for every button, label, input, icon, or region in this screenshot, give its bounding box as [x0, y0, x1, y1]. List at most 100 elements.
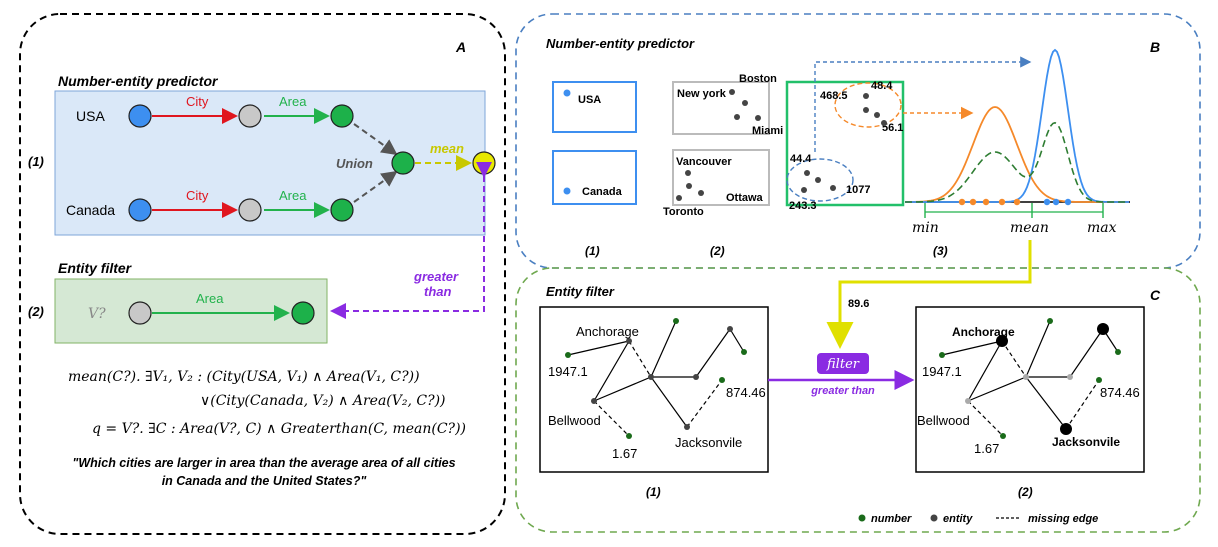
greater-label: greater: [413, 269, 459, 284]
number-label-484: 48.4: [871, 80, 893, 92]
city-label-canada: City: [186, 188, 209, 203]
axis-max-label: max: [1087, 220, 1117, 236]
number-label-1077: 1077: [846, 184, 870, 196]
union-node: [391, 151, 415, 175]
value-label-1947-after: 1947.1: [922, 364, 962, 379]
anchorage-label-after: Anchorage: [952, 325, 1015, 339]
row-label-2: (2): [28, 304, 44, 319]
number-box: [785, 80, 905, 207]
usa-node: [128, 104, 152, 128]
orange-sample-point: [998, 198, 1006, 206]
number-point: [801, 187, 807, 193]
question-line-1: "Which cities are larger in area than th…: [72, 456, 455, 470]
panel-c-letter: C: [1150, 287, 1161, 303]
blue-distribution-curve: [905, 48, 1129, 203]
number-point: [815, 177, 821, 183]
than-label: than: [424, 284, 452, 299]
bellwood-label-after: Bellwood: [917, 413, 970, 428]
canada-to-dist-arrow: [814, 56, 1032, 152]
orange-distribution-curve: [905, 106, 1129, 203]
city-point: [729, 89, 735, 95]
vancouver-label: Vancouver: [676, 156, 732, 168]
mixture-distribution-curve: [905, 121, 1129, 203]
area-label-usa: Area: [279, 94, 307, 109]
legend-entity-label: entity: [943, 513, 973, 525]
panel-b-sub-2: (2): [710, 244, 725, 258]
canada-box: [552, 150, 637, 205]
area-node-canada: [330, 198, 354, 222]
number-point: [804, 170, 810, 176]
blue-sample-point: [1043, 198, 1051, 206]
orange-sample-point: [1013, 198, 1021, 206]
legend: number entity missing edge: [858, 513, 1098, 525]
jacksonvile-label-after: Jacksonvile: [1052, 435, 1120, 449]
bellwood-label: Bellwood: [548, 413, 601, 428]
usa-point: [563, 89, 571, 97]
newyork-label: New york: [677, 88, 727, 100]
city-point: [685, 170, 691, 176]
panel-c-border: [515, 267, 1201, 533]
graph-after: [939, 318, 1121, 439]
jacksonvile-label: Jacksonvile: [675, 435, 742, 450]
filter-badge: [817, 353, 869, 374]
mean-value-arrow: [826, 240, 1032, 349]
boston-label: Boston: [739, 73, 777, 85]
entity-filter-title: Entity filter: [58, 260, 133, 276]
panel-c-title: Entity filter: [546, 284, 615, 299]
filter-label: filter: [826, 357, 860, 372]
us-numbers-cluster: [834, 82, 902, 128]
area-label-filter: Area: [196, 291, 224, 306]
legend-number-marker: [858, 514, 866, 522]
panel-a-letter: A: [455, 39, 466, 55]
city-node-canada: [238, 198, 262, 222]
value-label-1947: 1947.1: [548, 364, 588, 379]
number-point: [881, 120, 887, 126]
usa-box: [552, 81, 637, 133]
blue-sample-point: [1052, 198, 1060, 206]
panel-b-letter: B: [1150, 39, 1160, 55]
panel-c-sub-1: (1): [646, 485, 661, 499]
orange-sample-point: [982, 198, 990, 206]
city-point: [676, 195, 682, 201]
legend-missing-label: missing edge: [1028, 513, 1098, 525]
panel-a: A Number-entity predictor (1) USA Canada…: [19, 13, 506, 535]
value-label-874-after: 874.46: [1100, 385, 1140, 400]
legend-entity-marker: [930, 514, 938, 522]
city-point: [734, 114, 740, 120]
usa-box-label: USA: [578, 94, 601, 106]
question-line-2: in Canada and the United States?": [162, 474, 368, 488]
distribution-points: [958, 198, 1072, 206]
canada-box-label: Canada: [582, 186, 623, 198]
value-label-167: 1.67: [612, 446, 637, 461]
graph-before-box: [539, 306, 769, 473]
city-point: [686, 183, 692, 189]
value-label-874: 874.46: [726, 385, 766, 400]
number-label-561: 56.1: [882, 122, 903, 134]
row-label-1: (1): [28, 154, 44, 169]
union-label: Union: [336, 156, 373, 171]
panel-b: B Number-entity predictor USA Canada New…: [515, 13, 1201, 269]
city-node-usa: [238, 104, 262, 128]
panel-c-sub-2: (2): [1018, 485, 1033, 499]
mean-value-label: 89.6: [848, 298, 869, 310]
toronto-label: Toronto: [663, 206, 704, 218]
canada-label: Canada: [66, 202, 115, 218]
formula-line-3: q = V?. ∃C : Area(V?, C) ∧ Greaterthan(C…: [92, 421, 466, 437]
panel-b-title: Number-entity predictor: [546, 36, 695, 51]
ottawa-label: Ottawa: [726, 192, 764, 204]
number-point: [863, 107, 869, 113]
number-point: [874, 112, 880, 118]
edge-union-top: [353, 123, 398, 156]
mean-node: [472, 151, 496, 175]
number-label-2433: 243.3: [789, 200, 817, 212]
city-point: [698, 190, 704, 196]
number-point: [863, 93, 869, 99]
formula-line-1: mean(C?). ∃V₁, V₂ : (City(USA, V₁) ∧ Are…: [68, 369, 420, 385]
orange-sample-point: [969, 198, 977, 206]
city-point: [755, 115, 761, 121]
legend-number-label: number: [871, 513, 912, 525]
v-label: V?: [88, 306, 106, 322]
axis-mean-label: mean: [1010, 220, 1049, 236]
city-label-usa: City: [186, 94, 209, 109]
